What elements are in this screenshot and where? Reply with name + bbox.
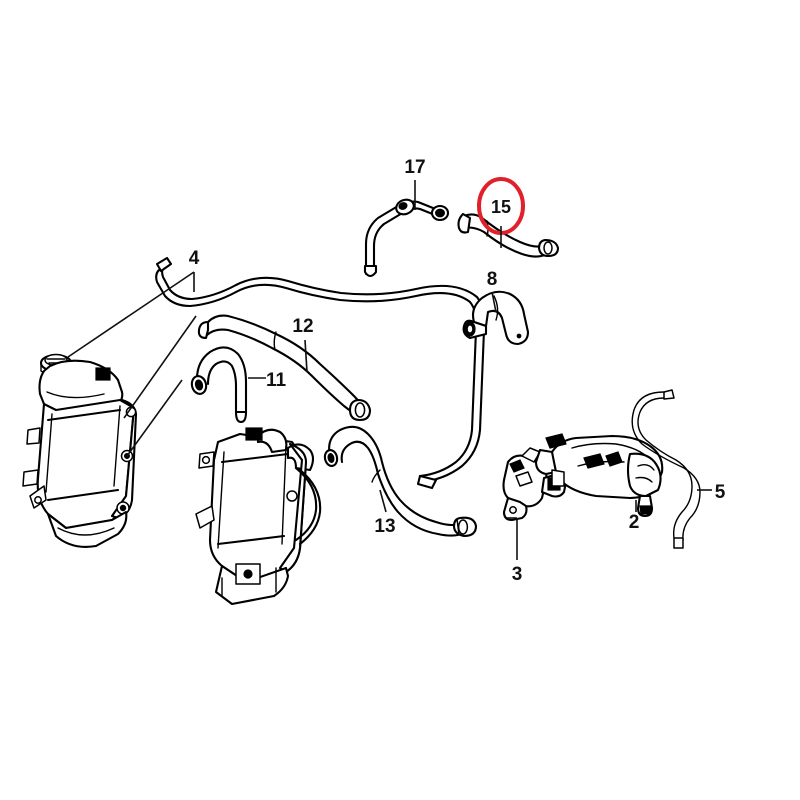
radiator-right [195,427,322,606]
part-17-end-fitting [430,204,450,222]
label-11: 11 [266,370,287,391]
label-13: 13 [374,516,395,537]
part-3-engine-mount-bracket [502,447,568,560]
label-3: 3 [512,564,523,585]
label-17: 17 [404,157,425,178]
part-17-bent-breather-tube [363,198,450,278]
part-5-thin-overflow-hose [631,389,712,549]
part-2-mount-bracket-assembly [534,433,664,518]
leader-lines [67,180,497,457]
radiator-left [22,353,138,548]
label-15: 15 [491,197,511,217]
part-12-upper-radiator-hose [197,314,372,422]
part-number-labels: 17 15 4 8 12 11 5 13 2 3 [189,157,726,585]
label-4: 4 [189,248,200,269]
part-11-short-u-bend-hose [190,346,266,424]
part-17-branch-fitting [395,198,415,216]
part-8-elbow-connector [462,290,530,346]
label-2: 2 [629,512,640,533]
part-4-long-coolant-pipe [155,256,486,490]
label-12: 12 [292,316,313,337]
part-15-highlighted-hose [457,177,560,258]
label-5: 5 [715,482,726,503]
part-13-lower-radiator-hose [323,425,478,538]
label-8: 8 [487,269,498,290]
